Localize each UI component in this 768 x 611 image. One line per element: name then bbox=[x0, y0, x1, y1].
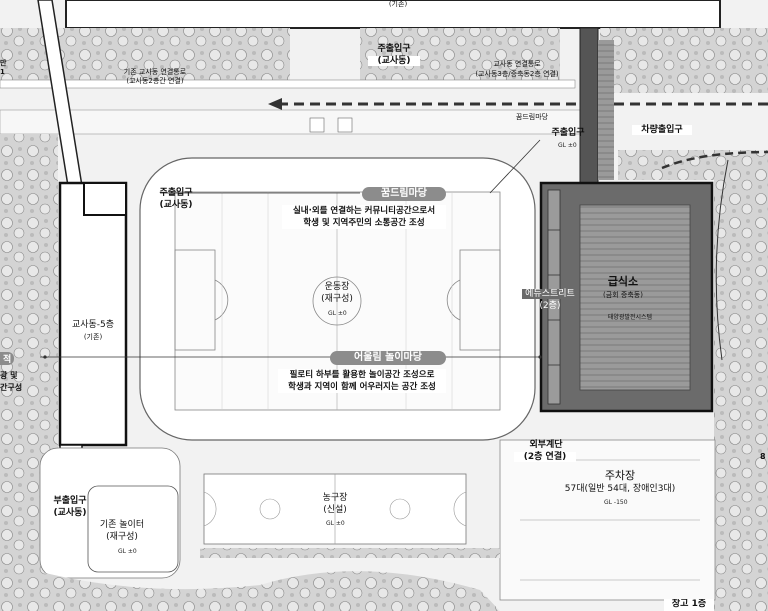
old-playground-title: 기존 놀이터 bbox=[99, 520, 145, 530]
dream-madang-small: 꿈드림마당 bbox=[515, 113, 549, 121]
top-building-note: (기존) bbox=[388, 0, 408, 8]
harmony-madang-pill: 어울림 놀이마당 bbox=[330, 351, 446, 365]
storage-label: 창고 1층 bbox=[664, 599, 714, 611]
right-landscape bbox=[714, 150, 768, 611]
link-existing-line1: 기존 교사동 연결통로 bbox=[123, 68, 187, 76]
sub-entrance-title: 부출입구 bbox=[53, 496, 87, 506]
vehicle-route bbox=[661, 150, 768, 170]
new-link-corridor bbox=[579, 27, 599, 184]
left-edge-mid: 적 bbox=[0, 352, 15, 365]
right-edge-a: 8 bbox=[760, 452, 766, 461]
school-building bbox=[58, 181, 128, 447]
basketball-gl: GL ±0 bbox=[326, 520, 345, 527]
playground-title: 운동장 bbox=[324, 282, 350, 292]
school-building-title: 교사동-5층 bbox=[71, 320, 115, 330]
top-building bbox=[65, 0, 721, 29]
school-building-sub: (기존) bbox=[83, 333, 103, 341]
sub-entrance-sub: (교사동) bbox=[53, 508, 87, 518]
left-edge-bottom1: 광 및 bbox=[0, 371, 18, 380]
basketball-sub: (신설) bbox=[323, 505, 347, 515]
harmony-madang-line2: 학생과 지역이 함께 어우러지는 공간 조성 bbox=[278, 381, 446, 393]
solar-label: 태양광발전시스템 bbox=[607, 314, 653, 321]
harmony-madang-line1: 필로티 하부를 활용한 놀이공간 조성으로 bbox=[278, 369, 446, 381]
external-stairs-sub: (2층 연결) bbox=[514, 452, 576, 463]
dream-madang-line2: 학생 및 지역주민의 소통공간 조성 bbox=[282, 217, 446, 229]
link-new-line1: 교사동 연결통로 bbox=[493, 60, 541, 68]
dream-madang-line1: 실내·외를 연결하는 커뮤니티공간으로서 bbox=[282, 205, 446, 217]
bottom-landscape bbox=[0, 560, 500, 611]
playground-sub: (재구성) bbox=[321, 294, 353, 304]
left-edge-top2: 1 bbox=[0, 68, 5, 76]
old-playground-gl: GL ±0 bbox=[118, 548, 137, 555]
external-stairs-title: 외부계단 bbox=[529, 440, 563, 450]
cafeteria-sub: (금회 증축동) bbox=[603, 291, 643, 299]
top-landscape-right bbox=[600, 28, 768, 93]
main-entrance-right-title: 주출입구 bbox=[551, 128, 585, 138]
eco-street-sub: (2층) bbox=[539, 301, 561, 311]
left-edge-bottom2: 간구성 bbox=[0, 383, 23, 392]
main-entrance-right-gl: GL ±0 bbox=[558, 142, 577, 149]
cafeteria-title: 급식소 bbox=[607, 275, 639, 288]
top-landscape-center bbox=[360, 28, 560, 80]
playground-gl: GL ±0 bbox=[328, 310, 347, 317]
parking-gl: GL -150 bbox=[604, 499, 628, 506]
pedestrian-path bbox=[0, 109, 591, 135]
main-entrance-top-sub: (교사동) bbox=[368, 56, 420, 67]
vehicle-entrance-label: 차량출입구 bbox=[632, 125, 692, 136]
basketball-title: 농구장 bbox=[322, 493, 348, 503]
solar-array bbox=[579, 204, 691, 391]
main-entrance-left-sub: (교사동) bbox=[159, 200, 193, 210]
main-entrance-left-title: 주출입구 bbox=[159, 188, 193, 198]
eco-street-title: 에듀스트리트 bbox=[522, 289, 578, 300]
left-edge-top1: 만 bbox=[0, 59, 7, 67]
parking-title: 주차장 bbox=[604, 469, 636, 482]
dream-madang-pill: 꿈드림마당 bbox=[362, 187, 446, 201]
main-entrance-top-title: 주출입구 bbox=[377, 44, 411, 54]
link-new-line2: (교사동3층/증축동2층 연결) bbox=[475, 70, 559, 78]
link-existing-line2: (교사동2층간 연결) bbox=[126, 77, 184, 85]
old-playground-sub: (재구성) bbox=[106, 532, 138, 542]
parking-sub: 57대(일반 54대, 장애인3대) bbox=[564, 484, 676, 494]
